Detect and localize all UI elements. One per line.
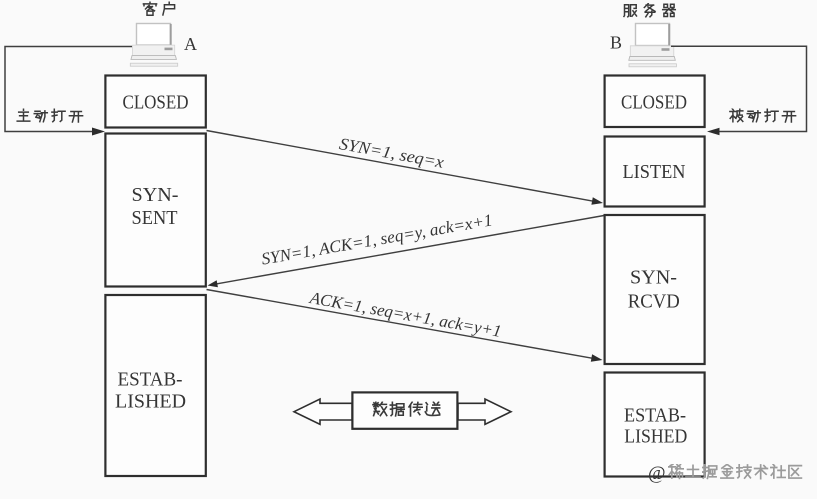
svg-text:ESTAB-: ESTAB- xyxy=(624,405,686,427)
svg-text:ACK=1, seq=x+1, ack=y+1: ACK=1, seq=x+1, ack=y+1 xyxy=(308,288,503,341)
svg-text:LISHED: LISHED xyxy=(115,391,186,413)
svg-text:SYN-: SYN- xyxy=(132,184,179,206)
svg-text:B: B xyxy=(610,33,622,53)
svg-text:SYN=1, ACK=1, seq=y, ack=x+1: SYN=1, ACK=1, seq=y, ack=x+1 xyxy=(260,210,494,268)
svg-text:SYN=1, seq=x: SYN=1, seq=x xyxy=(338,134,446,172)
svg-text:SYN-: SYN- xyxy=(630,267,677,289)
svg-text:LISHED: LISHED xyxy=(624,426,687,448)
svg-text:CLOSED: CLOSED xyxy=(621,91,687,113)
svg-text:CLOSED: CLOSED xyxy=(123,91,189,113)
svg-text:LISTEN: LISTEN xyxy=(623,161,686,183)
svg-text:@: @ xyxy=(648,463,666,484)
svg-text:SENT: SENT xyxy=(132,207,178,229)
svg-text:ESTAB-: ESTAB- xyxy=(118,369,183,391)
svg-text:A: A xyxy=(184,34,197,54)
svg-text:RCVD: RCVD xyxy=(628,291,680,313)
